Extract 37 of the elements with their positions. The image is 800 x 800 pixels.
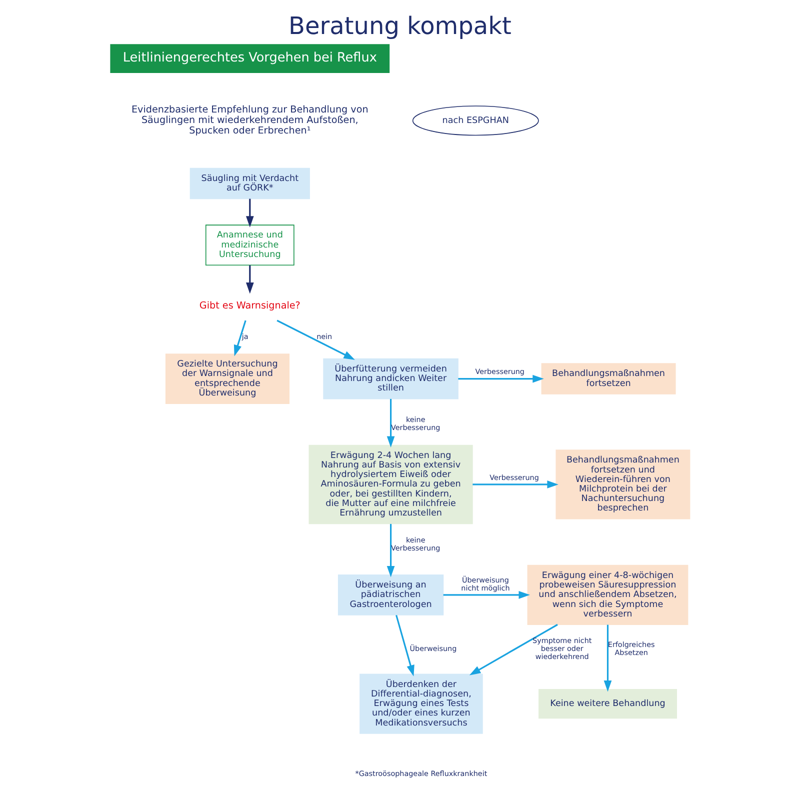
node-box: Überweisung an pädiatrischen Gastroenterologen — [338, 574, 444, 616]
arrow — [386, 398, 395, 448]
arrow — [604, 624, 612, 692]
node-text: Gibt es Warnsignale? — [199, 300, 300, 312]
edge-label: nein — [316, 332, 332, 341]
arrow — [458, 374, 544, 383]
edge-label: ja — [242, 332, 248, 341]
label: Leitliniengerechtes Vorgehen bei Reflux — [122, 50, 377, 66]
edge-label: Verbesserung — [490, 472, 539, 482]
edge-label: Verbesserung — [475, 367, 524, 376]
label: Evidenzbasierte Empfehlung zur Behandlung von Säuglingen mit wiederkehrendem Aufstoßen, Spucken oder Erbrechen¹ — [131, 104, 368, 136]
arrow — [443, 591, 530, 599]
node-box: Keine weitere Behandlung — [538, 689, 677, 719]
node-box: Behandlungsmaßnahmen fortsetzen und Wiederein-führen von Milchprotein bei der Nachuntersuchung besprechen — [556, 450, 690, 520]
edge-label: Symptome nicht besser oder wiederkehrend — [532, 636, 592, 662]
node-box: Erwägung 2-4 Wochen lang Nahrung auf Basis von extensiv hydrolysiertem Eiweiß oder Aminosäuren-Formula zu geben oder, bei gestillten Kindern, die Mutter auf eine milchfreie Ernährung umzustellen — [308, 444, 473, 524]
edge-label: Überweisung — [410, 644, 457, 654]
arrow — [246, 265, 254, 294]
node-box: Überdenken der Differential-diagnosen, Erwägung eines Tests und/oder eines kurzen Medikationsversuchs — [360, 674, 483, 734]
arrow — [469, 624, 558, 676]
node-box: Säugling mit Verdacht auf GÖRK* — [190, 168, 310, 200]
arrow — [276, 320, 355, 360]
edge-label: Erfolgreiches Absetzen — [608, 640, 655, 658]
arrow — [472, 480, 558, 488]
node-box: Überfütterung vermeiden Nahrung andicken Weiter stillen — [323, 358, 458, 400]
node-box: Erwägung einer 4-8-wöchigen probeweisen Säuresuppression und anschließendem Absetzen, wenn sich die Symptome verbessern — [527, 564, 688, 625]
arrow — [234, 320, 246, 356]
label: *Gastroösophageale Refluxkrankheit — [355, 769, 488, 778]
diagram-title: Beratung kompakt — [288, 12, 512, 40]
arrow — [386, 524, 395, 578]
arrow — [246, 198, 254, 228]
node-box: Behandlungsmaßnahmen fortsetzen — [541, 363, 676, 394]
node-box: Gezielte Untersuchung der Warnsignale und entsprechende Überweisung — [165, 354, 290, 404]
node-ellipse: nach ESPGHAN — [412, 106, 539, 136]
arrow — [396, 614, 414, 676]
node-box: Anamnese und medizinische Untersuchung — [205, 224, 294, 266]
edge-label: Überweisung nicht möglich — [461, 575, 510, 592]
